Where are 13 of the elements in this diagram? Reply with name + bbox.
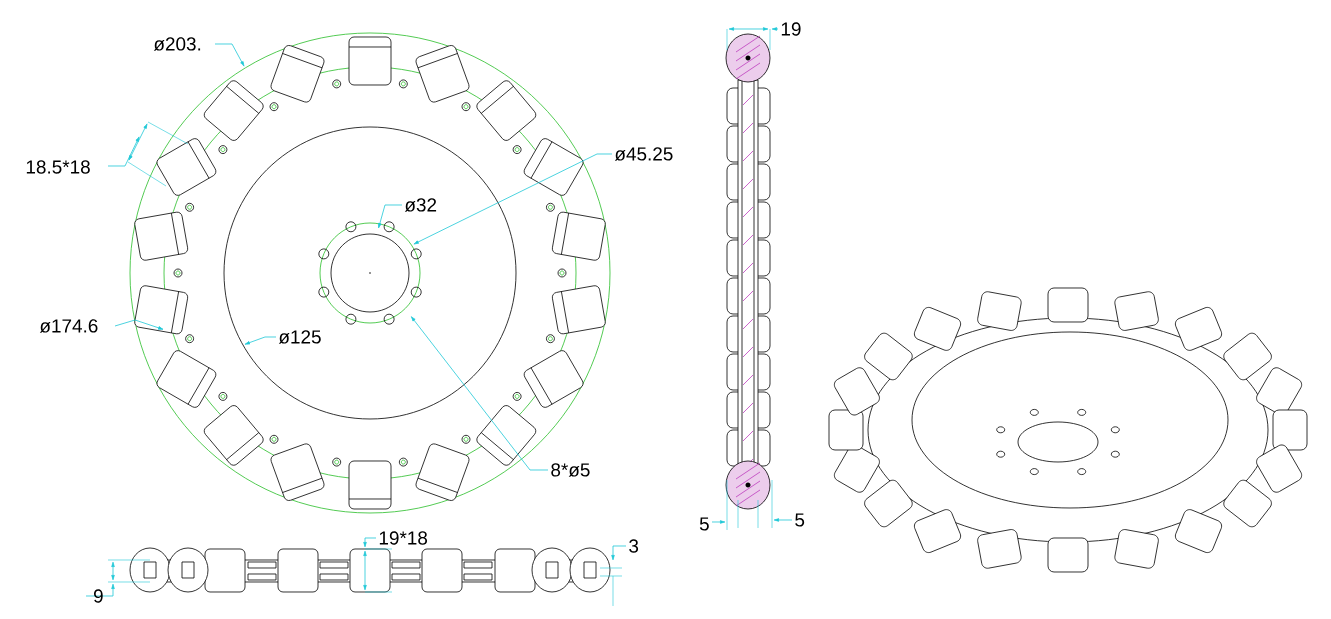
- dimension-label: 18.5*18: [26, 160, 90, 174]
- dimension-label: 5: [795, 513, 805, 527]
- dimension-label: 3: [629, 539, 639, 553]
- dimension-label: ø32: [404, 198, 437, 212]
- dimension-label: 5: [699, 517, 709, 531]
- dimension-label: 8*ø5: [551, 463, 590, 477]
- dimension-label: 9: [94, 589, 103, 603]
- dimension-label: ø203.: [153, 37, 201, 51]
- dimension-label: ø125: [278, 330, 321, 344]
- dimension-label: 19*18: [379, 531, 428, 545]
- dimension-label: ø45.25: [614, 147, 673, 161]
- dimension-label: 19: [781, 22, 801, 36]
- dimension-label: ø174.6: [39, 319, 98, 333]
